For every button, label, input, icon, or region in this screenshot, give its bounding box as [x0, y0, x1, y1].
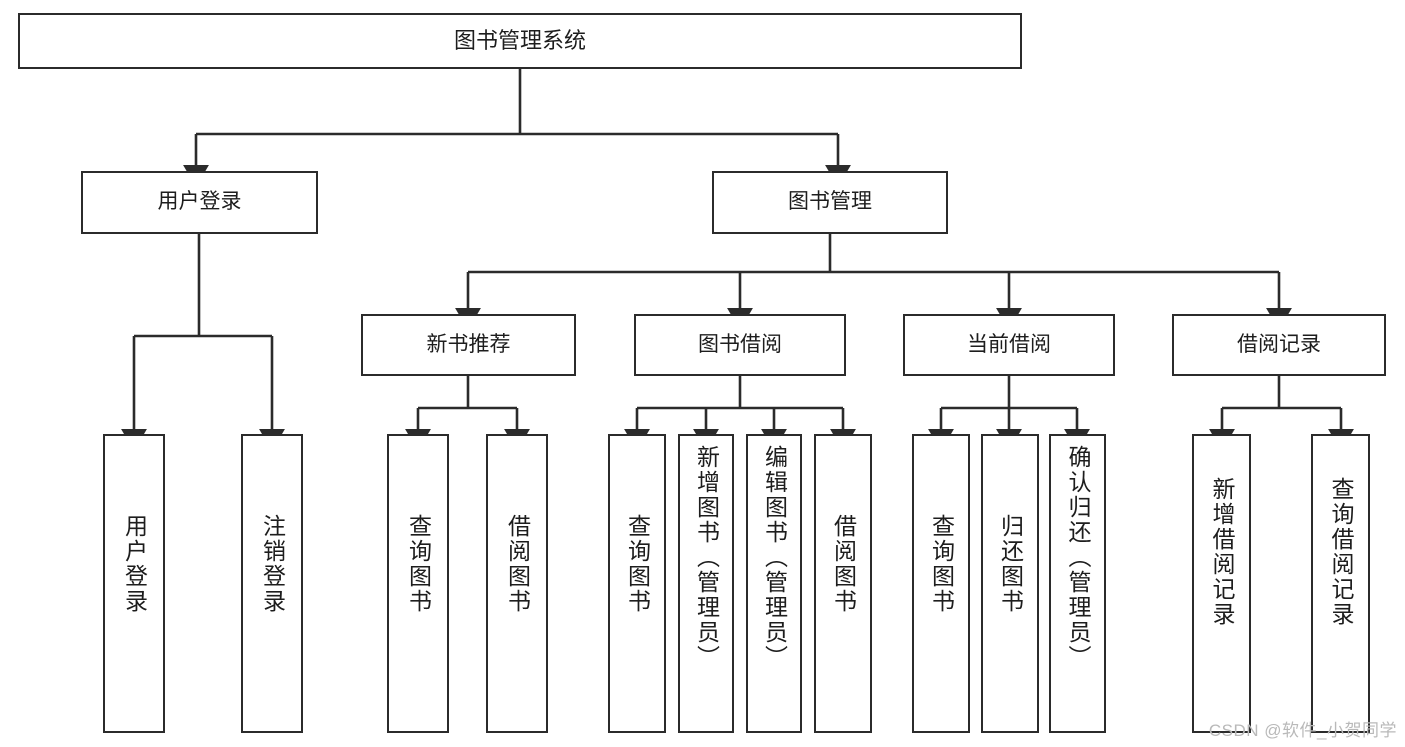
node-label: 借阅记录: [1237, 332, 1321, 356]
leaf-query-book-newbook[interactable]: 查询图书: [387, 434, 449, 733]
node-label: 确认归还（管理员）: [1065, 445, 1091, 670]
node-label: 注销登录: [259, 514, 286, 614]
node-label: 图书管理: [788, 190, 872, 214]
leaf-logout[interactable]: 注销登录: [241, 434, 303, 733]
node-root-book-management-system[interactable]: 图书管理系统: [18, 13, 1022, 69]
node-label: 当前借阅: [967, 332, 1051, 356]
node-label: 图书借阅: [698, 332, 782, 356]
node-label: 查询图书: [624, 514, 651, 614]
leaf-confirm-return-admin[interactable]: 确认归还（管理员）: [1049, 434, 1106, 733]
node-book-borrow[interactable]: 图书借阅: [634, 314, 846, 376]
node-label: 借阅图书: [830, 514, 857, 614]
node-label: 用户登录: [157, 190, 242, 214]
node-label: 归还图书: [997, 514, 1024, 614]
leaf-add-book-admin[interactable]: 新增图书（管理员）: [678, 434, 734, 733]
node-label: 用户登录: [121, 514, 148, 614]
leaf-query-book-borrow[interactable]: 查询图书: [608, 434, 666, 733]
node-label: 新增借阅记录: [1209, 477, 1235, 627]
node-book-management[interactable]: 图书管理: [712, 171, 948, 234]
leaf-borrow-book-borrow[interactable]: 借阅图书: [814, 434, 872, 733]
node-label: 新书推荐: [426, 332, 511, 356]
node-label: 新增图书（管理员）: [693, 445, 720, 670]
leaf-user-login[interactable]: 用户登录: [103, 434, 165, 733]
leaf-add-borrow-record[interactable]: 新增借阅记录: [1192, 434, 1251, 733]
node-label: 编辑图书（管理员）: [761, 445, 788, 670]
watermark-text: CSDN @软件_小贺同学: [1208, 721, 1397, 740]
leaf-return-book[interactable]: 归还图书: [981, 434, 1039, 733]
node-label: 图书管理系统: [453, 28, 586, 54]
node-new-book-recommend[interactable]: 新书推荐: [361, 314, 576, 376]
node-label: 查询图书: [405, 514, 432, 614]
leaf-query-book-current[interactable]: 查询图书: [912, 434, 970, 733]
node-current-borrow[interactable]: 当前借阅: [903, 314, 1115, 376]
node-label: 借阅图书: [504, 514, 531, 614]
node-label: 查询图书: [928, 514, 955, 614]
node-label: 查询借阅记录: [1328, 477, 1354, 627]
node-user-login[interactable]: 用户登录: [81, 171, 318, 234]
leaf-edit-book-admin[interactable]: 编辑图书（管理员）: [746, 434, 802, 733]
leaf-borrow-book-newbook[interactable]: 借阅图书: [486, 434, 548, 733]
node-borrow-record[interactable]: 借阅记录: [1172, 314, 1386, 376]
leaf-query-borrow-record[interactable]: 查询借阅记录: [1311, 434, 1370, 733]
